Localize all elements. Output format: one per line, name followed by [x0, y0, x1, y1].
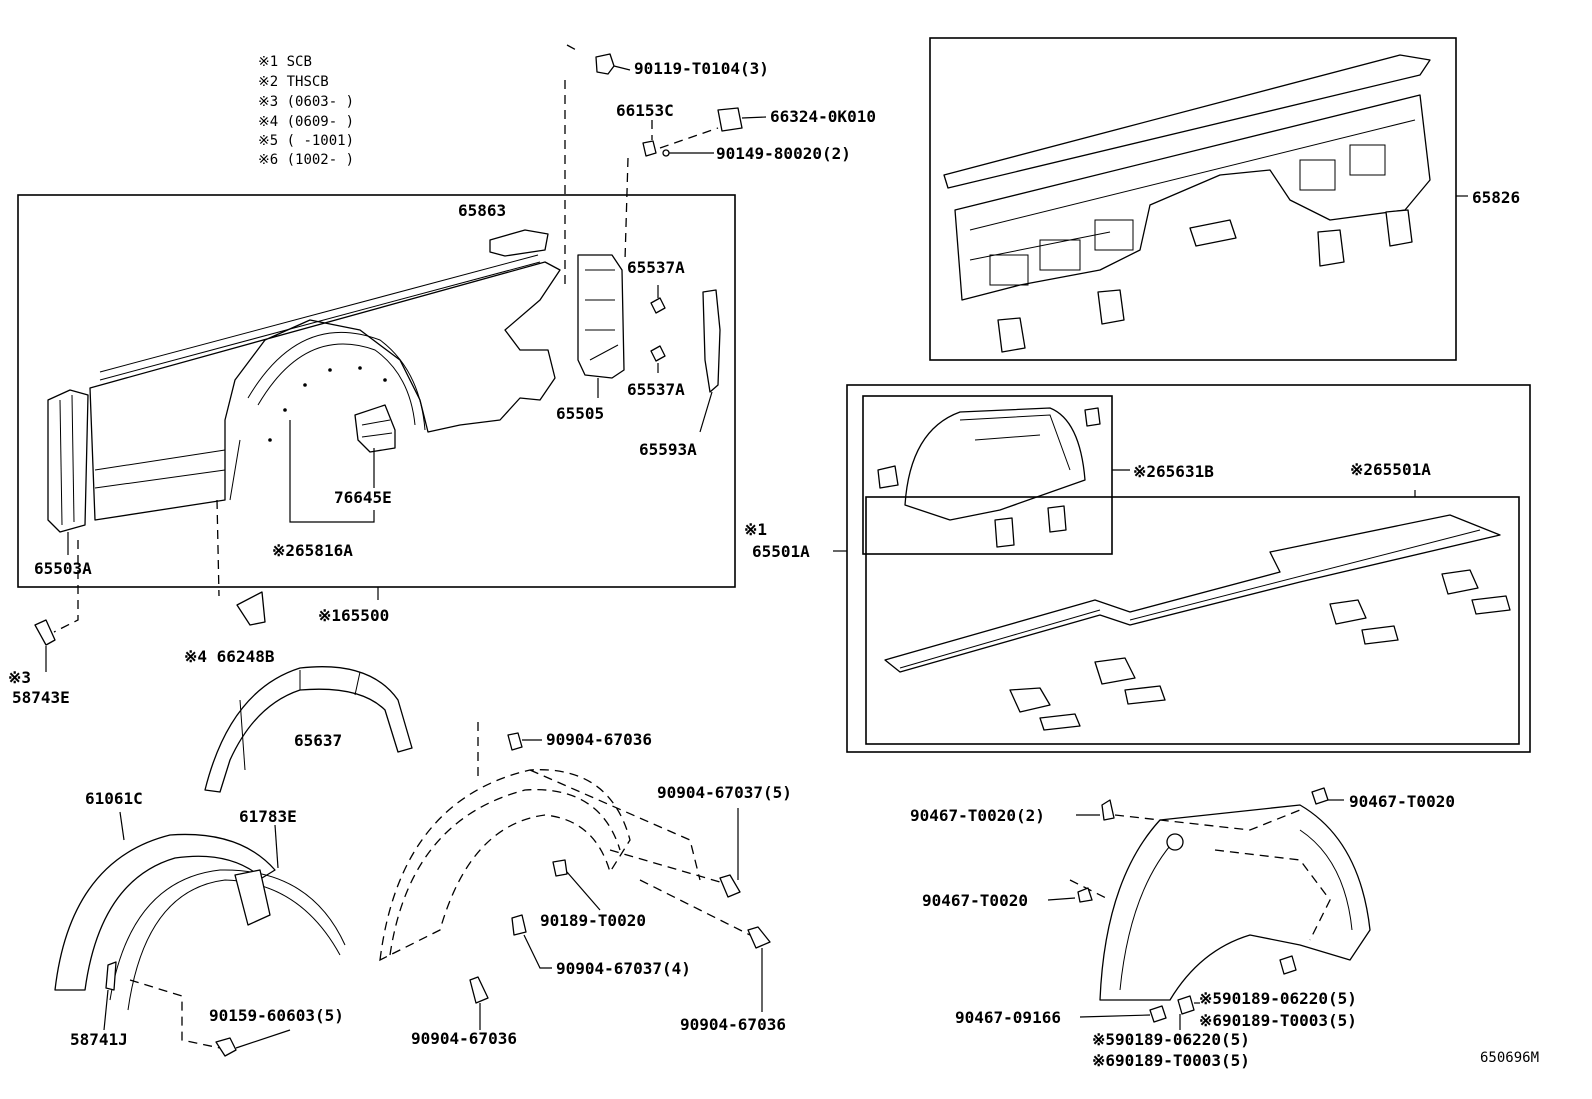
label-65501A-outer: 65501A: [752, 542, 810, 561]
mud-guard: [379, 722, 771, 1030]
label-65863: 65863: [458, 201, 506, 220]
label-90904-67036-bottom-right: 90904-67036: [680, 1015, 786, 1034]
label-90119: 90119-T0104(3): [634, 59, 769, 78]
label-65537A-top: 65537A: [627, 258, 685, 277]
label-90467-T0020-middle: 90467-T0020: [922, 891, 1028, 910]
label-590189-right: ※590189-06220(5): [1199, 989, 1357, 1008]
label-66248B: ※4 66248B: [184, 647, 275, 666]
inner-liner-65637: [204, 666, 413, 793]
floor-drawing: [833, 490, 1511, 731]
label-65593A: 65593A: [639, 440, 697, 459]
label-65503A: 65503A: [34, 559, 92, 578]
part-labels: 90119-T0104(3) 66153C 66324-0K010 90149-…: [8, 59, 1539, 1070]
label-90904-67036-top: 90904-67036: [546, 730, 652, 749]
top-fasteners: [564, 44, 767, 290]
note-4: ※4 (0609- ): [258, 114, 354, 130]
label-90904-67036-bottom-left: 90904-67036: [411, 1029, 517, 1048]
label-58743E: 58743E: [12, 688, 70, 707]
right-mud-guard: [1047, 787, 1371, 1030]
notes-legend: ※1 SCB ※2 THSCB ※3 (0603- ) ※4 (0609- ) …: [258, 54, 354, 168]
label-65501A-inner: ※265501A: [1350, 460, 1431, 479]
floor-outer-box: [846, 384, 1531, 753]
note-2: ※2 THSCB: [258, 74, 329, 90]
label-90467-T0020-top-right: 90467-T0020: [1349, 792, 1455, 811]
label-66153C: 66153C: [616, 101, 674, 120]
label-90467-T0020-2: 90467-T0020(2): [910, 806, 1045, 825]
label-90159: 90159-60603(5): [209, 1006, 344, 1025]
label-58743E-mark: ※3: [8, 668, 31, 687]
label-65501A-mark: ※1: [744, 520, 767, 539]
note-3: ※3 (0603- ): [258, 94, 354, 110]
label-690189-bottom: ※690189-T0003(5): [1092, 1051, 1250, 1070]
front-panel-box: [929, 37, 1457, 361]
side-panel-drawing: [47, 229, 721, 533]
label-90189: 90189-T0020: [540, 911, 646, 930]
label-76645E: 76645E: [334, 488, 392, 507]
label-65816A: ※265816A: [272, 541, 353, 560]
note-6: ※6 (1002- ): [258, 152, 354, 168]
side-panel-box: [17, 194, 736, 588]
label-65505: 65505: [556, 404, 604, 423]
small-parts: [34, 591, 266, 672]
label-165500: ※165500: [318, 606, 389, 625]
label-90904-67037-5: 90904-67037(5): [657, 783, 792, 802]
label-66324: 66324-0K010: [770, 107, 876, 126]
figure-id: 650696M: [1480, 1050, 1539, 1066]
floor-inner-box: [865, 496, 1520, 745]
note-1: ※1 SCB: [258, 54, 312, 70]
label-90904-67037-4: 90904-67037(4): [556, 959, 691, 978]
label-65631B: ※265631B: [1133, 462, 1214, 481]
label-65537A-bottom: 65537A: [627, 380, 685, 399]
label-65637: 65637: [294, 731, 342, 750]
label-65826: 65826: [1472, 188, 1520, 207]
label-90467-09166: 90467-09166: [955, 1008, 1061, 1027]
label-58741J: 58741J: [70, 1030, 128, 1049]
wheel-house-inset-box: [862, 395, 1113, 555]
label-61061C: 61061C: [85, 789, 143, 808]
note-5: ※5 ( -1001): [258, 133, 354, 149]
front-panel-drawing: [943, 54, 1468, 353]
label-90149: 90149-80020(2): [716, 144, 851, 163]
label-590189-bottom: ※590189-06220(5): [1092, 1030, 1250, 1049]
label-690189-right: ※690189-T0003(5): [1199, 1011, 1357, 1030]
fender-flare: [54, 811, 346, 1057]
wheel-house-drawing: [877, 407, 1130, 548]
label-61783E: 61783E: [239, 807, 297, 826]
side-panel-leaders: [53, 285, 713, 633]
